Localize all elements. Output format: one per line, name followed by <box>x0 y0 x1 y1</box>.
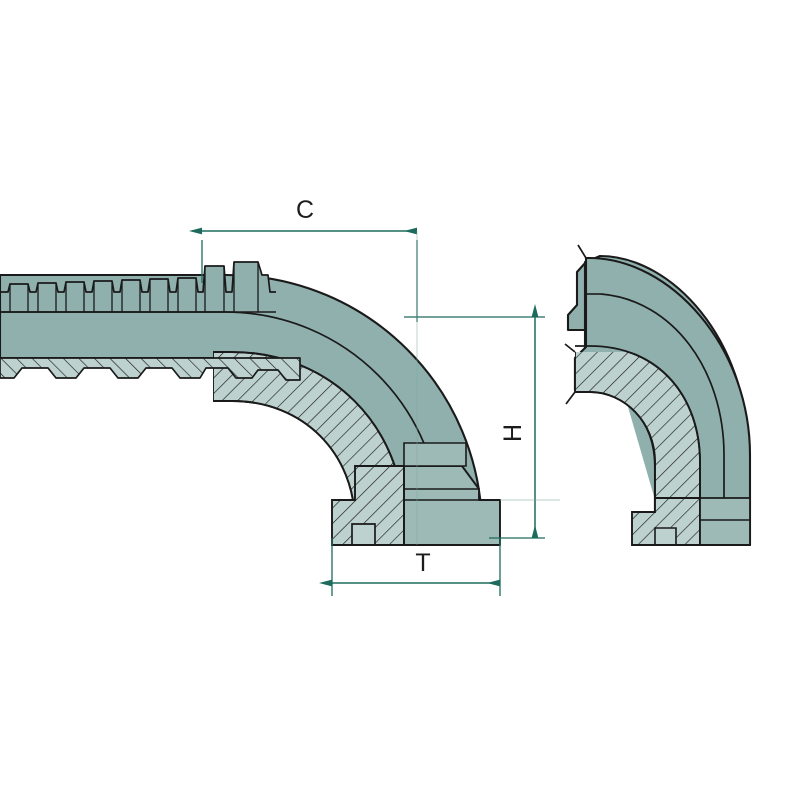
hose-barb <box>0 261 276 313</box>
dimension-label-H: H <box>499 424 527 442</box>
secondary-bore-curve <box>586 293 725 545</box>
dimension-layer: C H T <box>189 196 560 596</box>
secondary-view <box>564 244 752 547</box>
main-view <box>0 261 501 547</box>
dimension-T: T <box>319 538 501 596</box>
dimension-label-C: C <box>296 196 314 224</box>
secondary-flange-head <box>631 497 751 547</box>
dimension-H: H <box>404 304 545 539</box>
reference-lines <box>416 231 560 545</box>
break-lines <box>564 244 587 405</box>
stem-lower-section <box>0 357 301 381</box>
dimension-label-T: T <box>415 549 430 577</box>
neck-step <box>403 442 467 467</box>
